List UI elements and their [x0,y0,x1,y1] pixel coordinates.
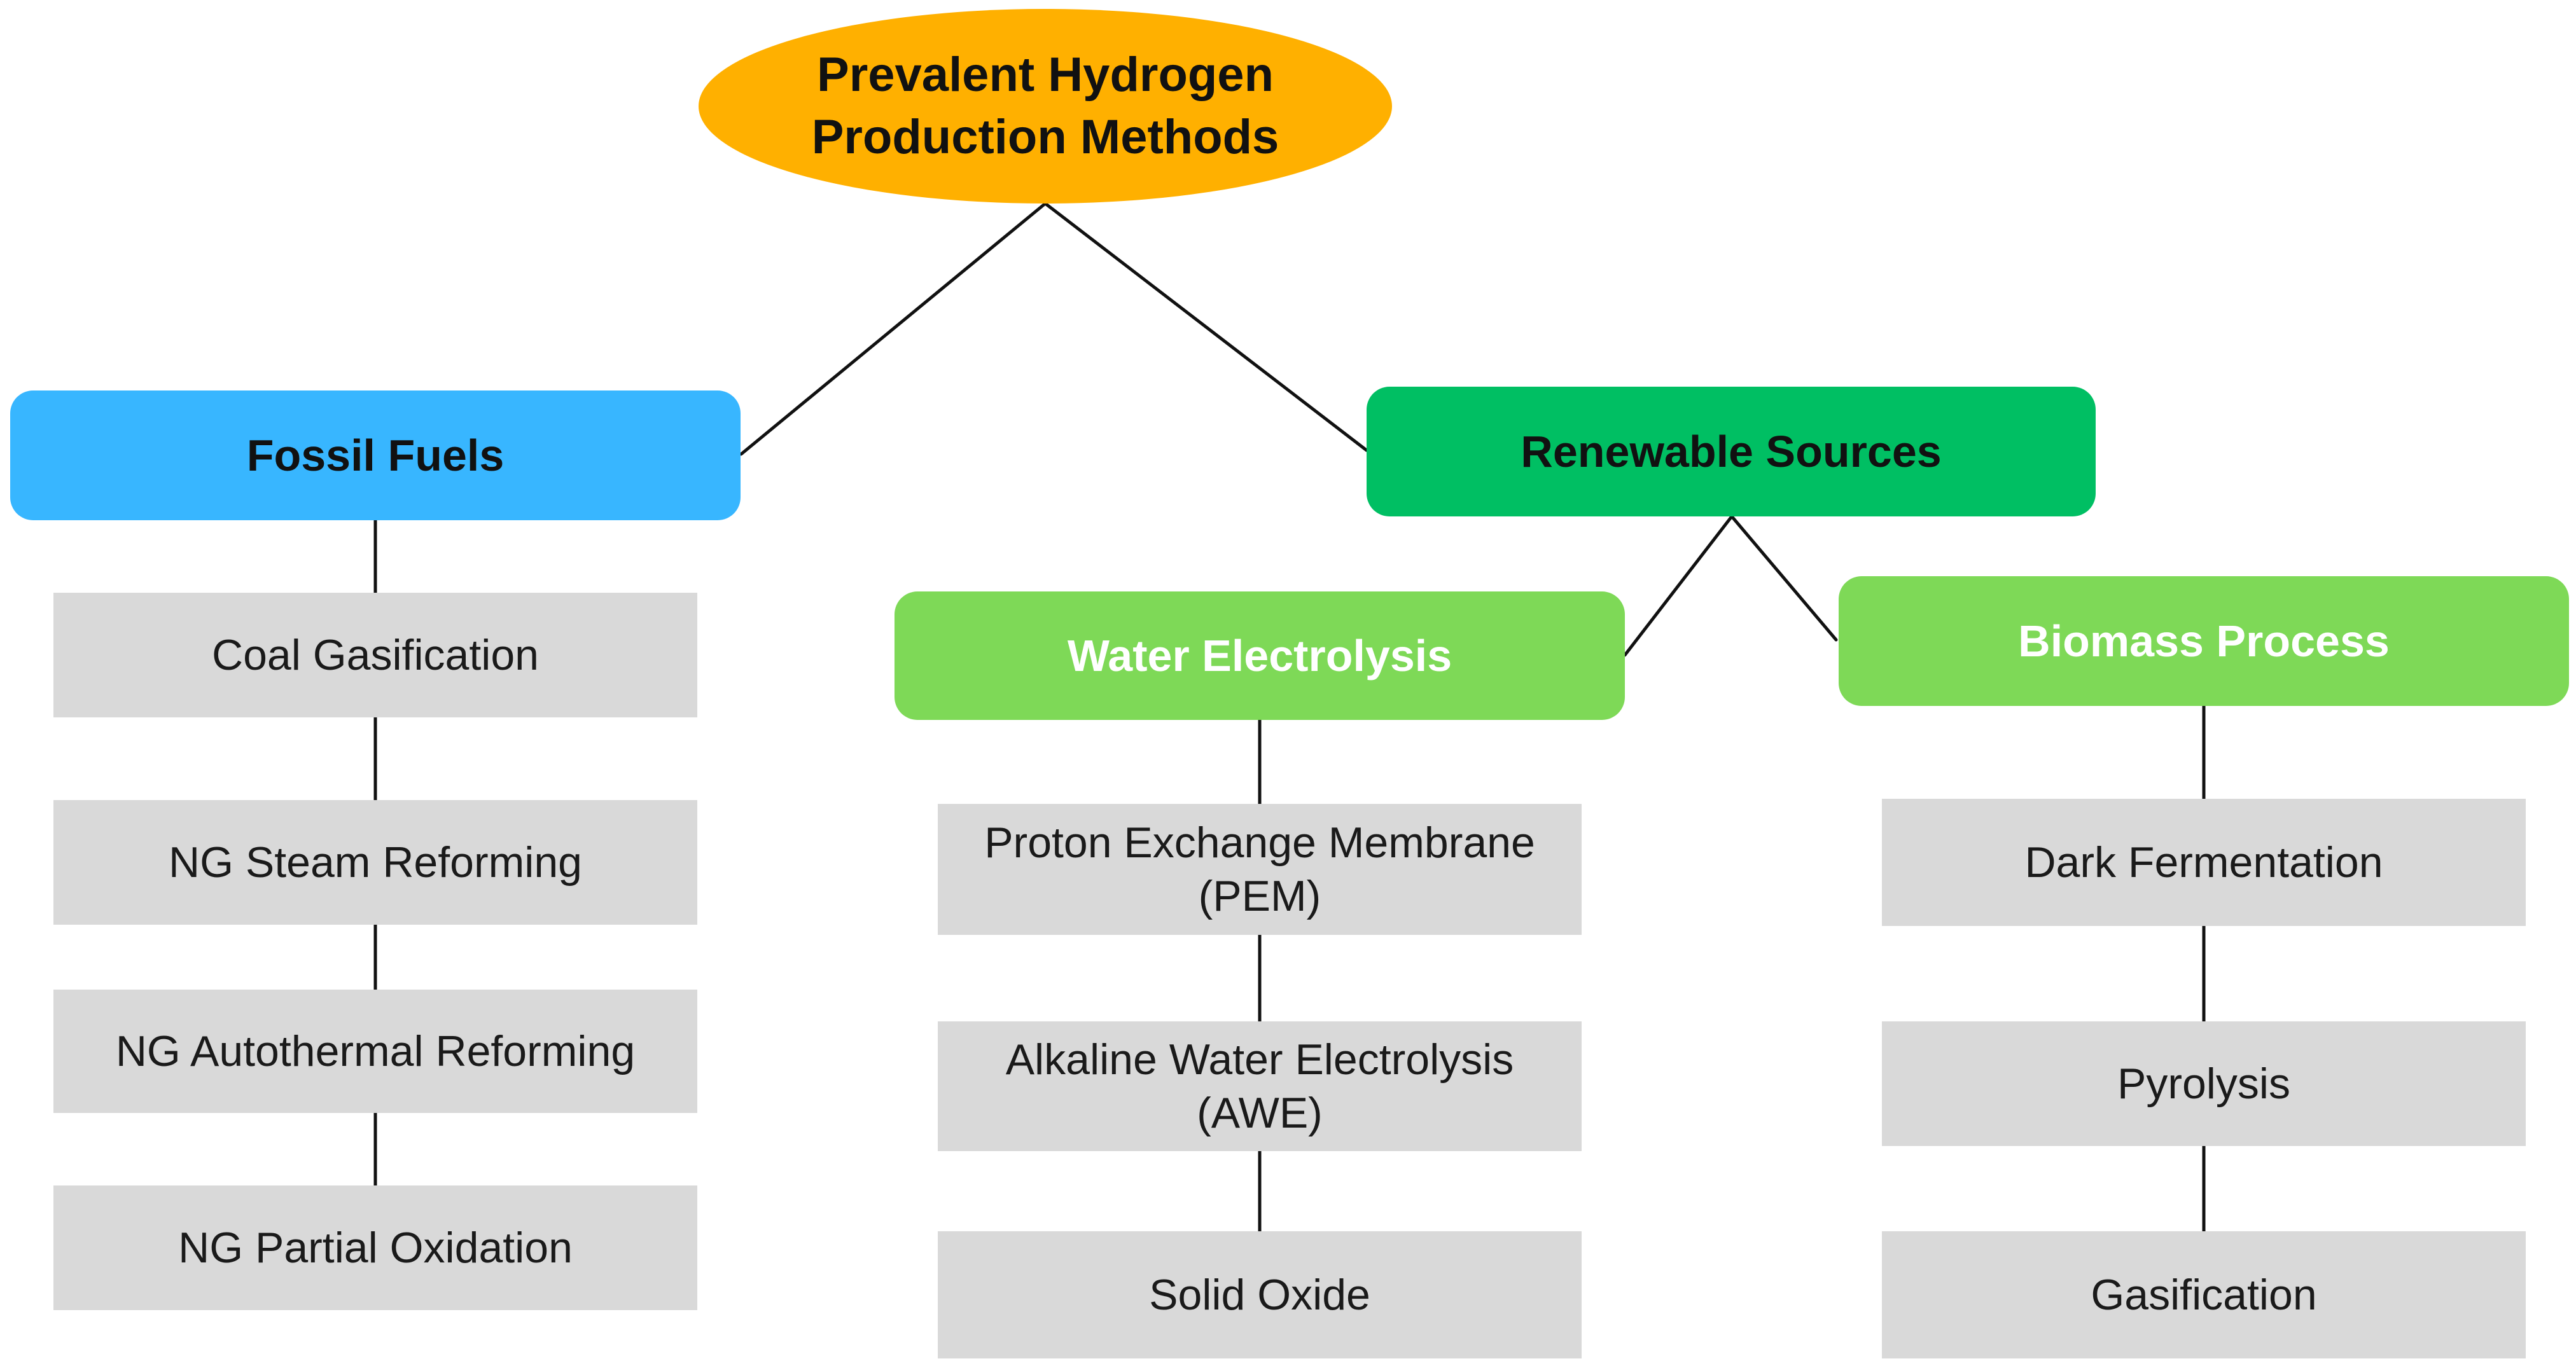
biomass-process-node: Biomass Process [1839,576,2569,706]
solid-oxide-box: Solid Oxide [938,1231,1582,1358]
pyrolysis-box: Pyrolysis [1882,1021,2526,1146]
biomass-process-label: Biomass Process [2018,616,2390,666]
solid-oxide-label: Solid Oxide [1149,1271,1370,1319]
pyrolysis-label: Pyrolysis [2117,1060,2291,1108]
awe-label: Alkaline Water Electrolysis (AWE) [1005,1035,1514,1137]
dark-fermentation-label: Dark Fermentation [2024,838,2383,887]
ng-partial-oxidation-label: NG Partial Oxidation [178,1224,573,1272]
water-electrolysis-label: Water Electrolysis [1067,631,1452,681]
connector-root-fossil [739,202,1047,456]
ng-steam-reforming-label: NG Steam Reforming [169,838,582,887]
gasification-box: Gasification [1882,1231,2526,1358]
coal-gasification-box: Coal Gasification [53,593,697,717]
ng-partial-oxidation-box: NG Partial Oxidation [53,1185,697,1310]
pem-box: Proton Exchange Membrane (PEM) [938,804,1582,935]
pem-label: Proton Exchange Membrane (PEM) [984,819,1535,920]
root-node: Prevalent Hydrogen Production Methods [699,9,1392,204]
ng-steam-reforming-box: NG Steam Reforming [53,800,697,925]
connector-renewable-water [1623,515,1734,657]
root-label: Prevalent Hydrogen Production Methods [811,48,1279,164]
renewable-sources-label: Renewable Sources [1521,427,1942,476]
awe-box: Alkaline Water Electrolysis (AWE) [938,1021,1582,1151]
connector-renewable-biomass [1730,515,1838,642]
fossil-fuels-label: Fossil Fuels [246,431,505,480]
water-electrolysis-node: Water Electrolysis [895,591,1625,720]
fossil-fuels-node: Fossil Fuels [10,390,741,520]
ng-autothermal-reforming-label: NG Autothermal Reforming [115,1027,636,1075]
coal-gasification-label: Coal Gasification [211,631,540,679]
dark-fermentation-box: Dark Fermentation [1882,799,2526,926]
renewable-sources-node: Renewable Sources [1367,387,2096,516]
gasification-label: Gasification [2091,1271,2317,1319]
connector-root-renewable [1043,202,1368,452]
ng-autothermal-reforming-box: NG Autothermal Reforming [53,990,697,1113]
